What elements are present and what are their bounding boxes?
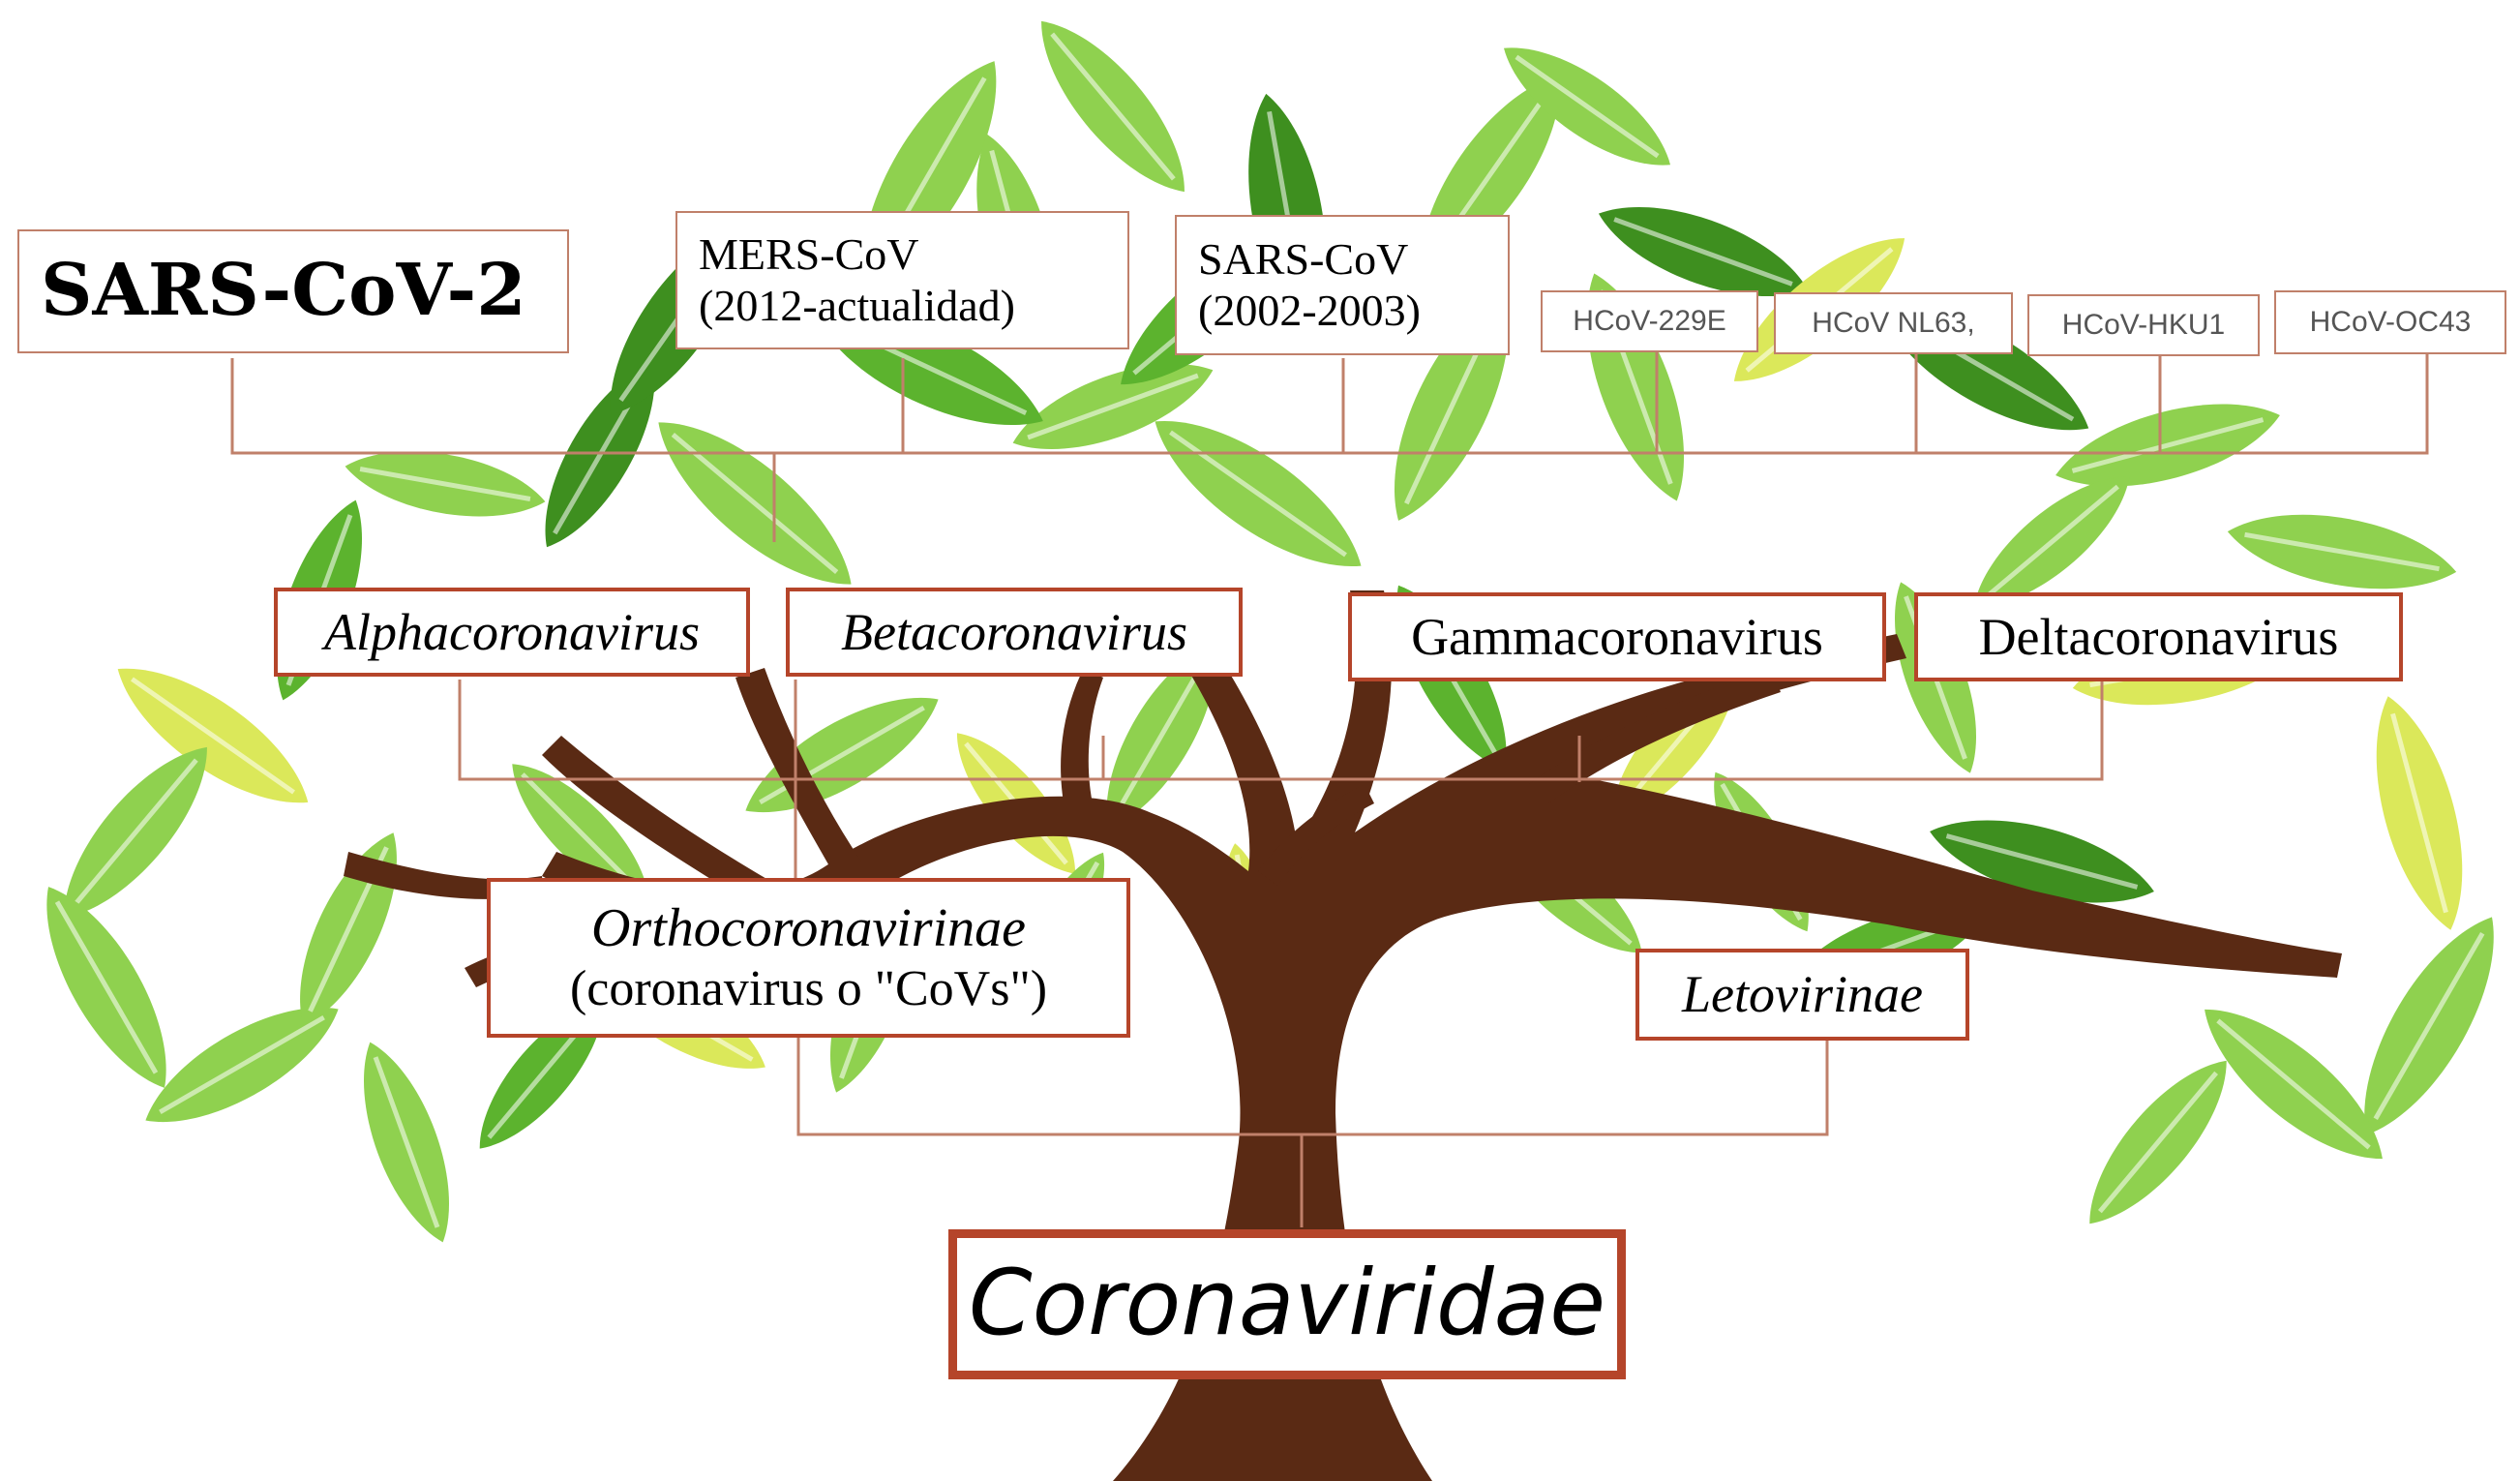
genus-label-gammacoronavirus: Gammacoronavirus	[1411, 607, 1823, 666]
virus-label-sars-cov: SARS-CoV	[1198, 233, 1409, 284]
genus-label-deltacoronavirus: Deltacoronavirus	[1978, 607, 2339, 666]
leaf-vein	[132, 679, 293, 792]
virus-label-mers-cov: MERS-CoV	[699, 228, 919, 279]
leaf-vein	[1986, 487, 2118, 598]
subfamily-label-orthocoronavirinae: Orthocoronavirinae	[591, 898, 1026, 959]
family-label-coronaviridae: Coronaviridae	[968, 1251, 1606, 1357]
leaf-vein	[57, 902, 156, 1073]
leaf-vein	[523, 774, 639, 891]
genus-box-deltacoronavirus: Deltacoronavirus	[1914, 592, 2403, 681]
genus-label-betacoronavirus: Betacoronavirus	[841, 602, 1187, 661]
leaf-vein	[375, 1057, 437, 1227]
subfamily-box-letovirinae: Letovirinae	[1635, 949, 1969, 1041]
leaf-vein	[673, 435, 836, 572]
leaf-vein	[160, 1017, 323, 1112]
virus-box-sars-cov: SARS-CoV (2002-2003)	[1175, 215, 1510, 355]
leaf-vein	[2245, 534, 2440, 568]
leaf-vein	[1516, 57, 1658, 156]
leaf-vein	[75, 760, 196, 905]
virus-box-hcov-hku1: HCoV-HKU1	[2027, 294, 2260, 356]
genus-box-gammacoronavirus: Gammacoronavirus	[1348, 592, 1886, 681]
leaf-vein	[1052, 34, 1174, 179]
leaf-vein	[2376, 933, 2483, 1118]
virus-box-hcov-nl63: HCoV NL63,	[1774, 292, 2013, 354]
virus-years-sars-cov: (2002-2003)	[1198, 285, 1421, 335]
virus-years-mers-cov: (2012-actualidad)	[699, 280, 1015, 330]
leaf-vein	[1028, 376, 1198, 438]
leaf-vein	[2100, 1073, 2216, 1211]
genus-box-alphacoronavirus: Alphacoronavirus	[274, 588, 750, 677]
leaf-vein	[360, 469, 530, 499]
connector-lines	[230, 347, 2429, 1227]
subfamily-note-orthocoronavirinae: (coronavirus o "CoVs")	[569, 960, 1048, 1016]
virus-label-hcov-oc43: HCoV-OC43	[2309, 305, 2472, 338]
leaf-vein	[1614, 220, 1792, 285]
virus-label-hcov-hku1: HCoV-HKU1	[2061, 308, 2226, 341]
subfamily-label-letovirinae: Letovirinae	[1682, 965, 1923, 1024]
subfamily-box-orthocoronavirinae: Orthocoronavirinae (coronavirus o "CoVs"…	[487, 878, 1130, 1038]
virus-box-hcov-229e: HCoV-229E	[1541, 290, 1758, 352]
virus-label-hcov-nl63: HCoV NL63,	[1812, 306, 1975, 339]
virus-box-mers-cov: MERS-CoV (2012-actualidad)	[675, 211, 1129, 349]
genus-label-alphacoronavirus: Alphacoronavirus	[324, 602, 700, 661]
virus-box-sars-cov-2: SARS-CoV-2	[17, 229, 569, 353]
leaf-vein	[1116, 657, 1207, 814]
leaf-vein	[2218, 1020, 2369, 1147]
virus-label-hcov-229e: HCoV-229E	[1573, 304, 1726, 337]
leaf-vein	[1946, 836, 2137, 888]
leaf-vein	[2072, 420, 2263, 471]
virus-label-sars-cov-2: SARS-CoV-2	[41, 249, 526, 333]
virus-box-hcov-oc43: HCoV-OC43	[2274, 290, 2506, 354]
genus-box-betacoronavirus: Betacoronavirus	[786, 588, 1243, 677]
leaf-vein	[2393, 713, 2446, 912]
family-box-coronaviridae: Coronaviridae	[948, 1229, 1626, 1379]
